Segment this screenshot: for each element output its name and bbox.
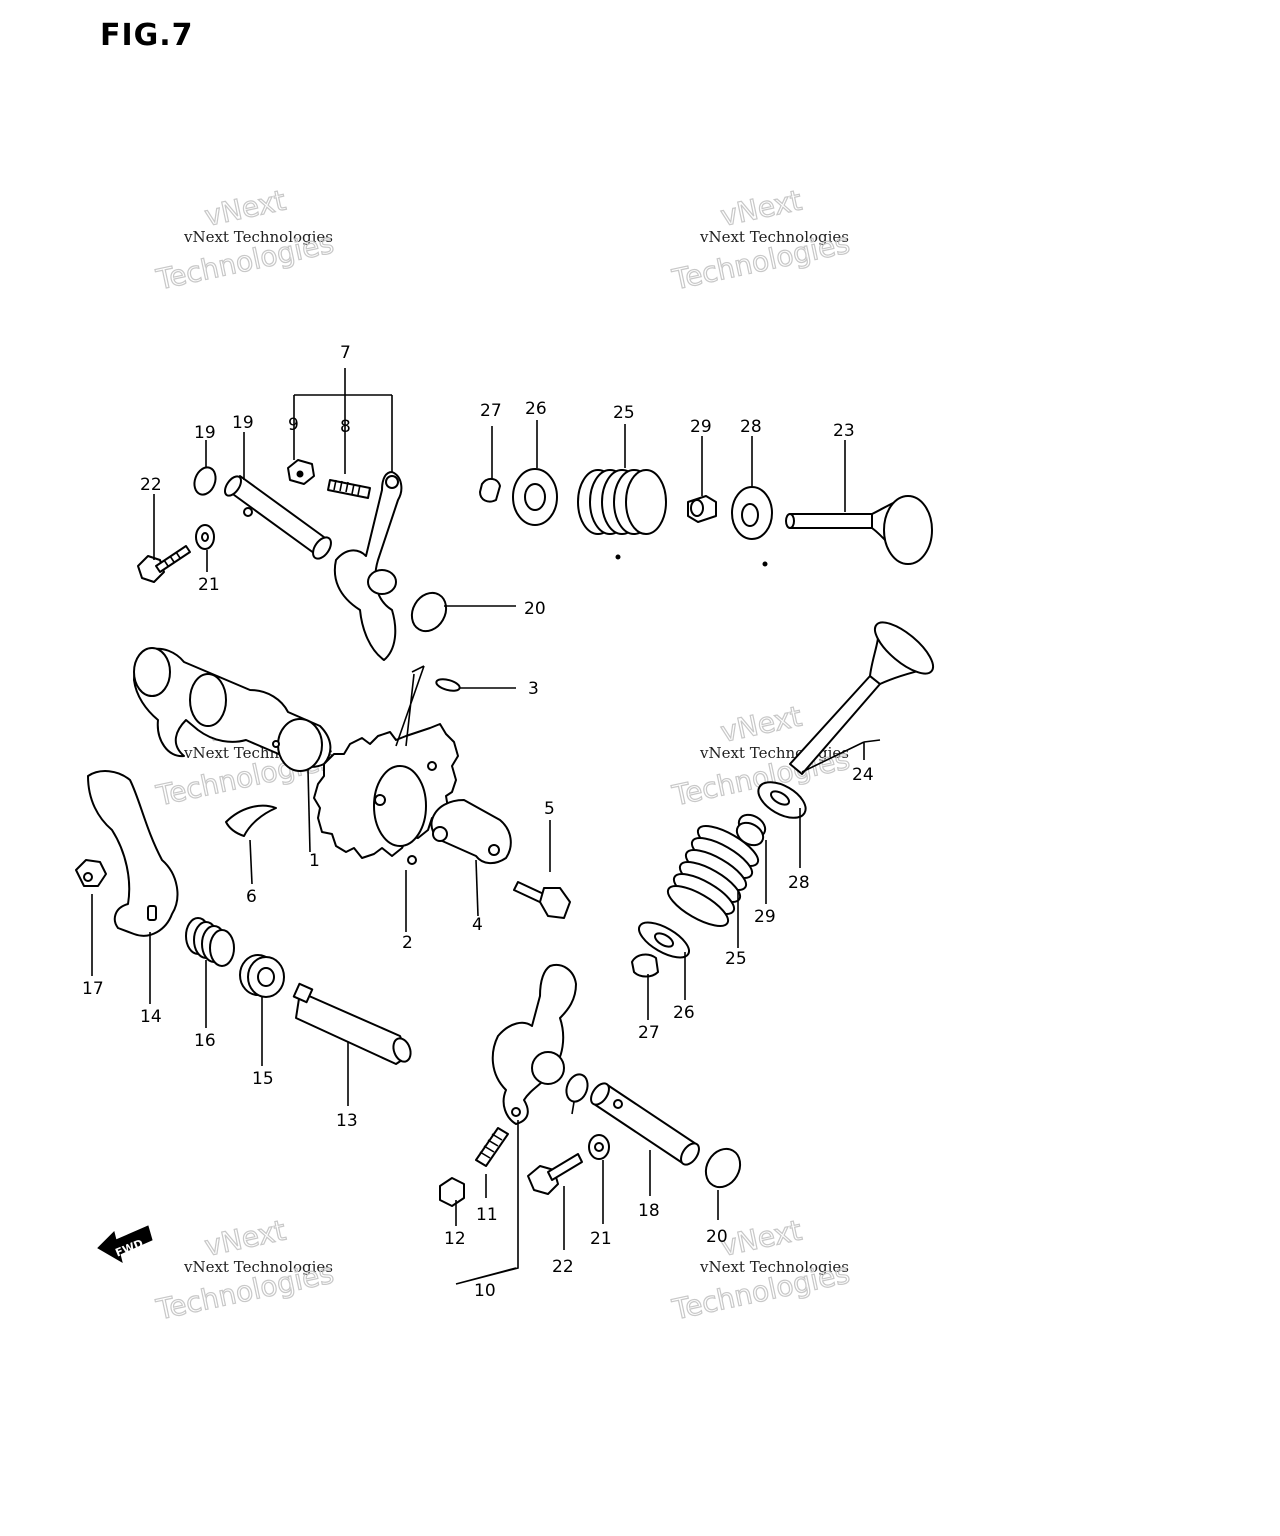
spring-seat-lower-part	[757, 781, 807, 819]
callout-label: 9	[288, 415, 299, 435]
callout-label: 12	[444, 1229, 466, 1249]
cotter-upper-part	[479, 478, 501, 503]
callout-label: 27	[638, 1023, 660, 1043]
callout-label: 1	[309, 851, 320, 871]
callout-label: 8	[340, 417, 351, 437]
callout-label: 28	[788, 873, 810, 893]
callout-label: 29	[754, 907, 776, 927]
valve-upper-part	[785, 495, 933, 565]
oring-20-upper-part	[410, 591, 448, 633]
callout-label: 16	[194, 1031, 216, 1051]
oring-20-lower-part	[704, 1147, 742, 1189]
parts-drawings: FWD	[75, 459, 935, 1264]
callout-label: 21	[198, 575, 220, 595]
bolt-lower-part	[527, 1153, 583, 1195]
dowel-pin-part	[435, 678, 461, 692]
retainer-lower-part	[638, 921, 690, 959]
oring-lower-part	[565, 1073, 589, 1103]
watermark-big-text: vNext	[202, 184, 289, 233]
decomp-spring-part	[185, 917, 235, 967]
callout-label: 7	[340, 343, 351, 363]
sprocket-bolt-part	[513, 881, 571, 919]
watermark-text: vNext Technologies	[699, 1258, 849, 1276]
callout-label: 6	[246, 887, 257, 907]
callout-label: 25	[613, 403, 635, 423]
callout-label: 29	[690, 417, 712, 437]
callout-label: 28	[740, 417, 762, 437]
fwd-arrow-icon: FWD	[97, 1225, 153, 1264]
callout-labels: 1 2 3 4 5 6 7 8 9 10 11 12 13 14 15 16 1…	[82, 343, 874, 1301]
callout-label: 24	[852, 765, 874, 785]
bolt-upper-part	[137, 545, 191, 583]
callout-label: 18	[638, 1201, 660, 1221]
callout-label: 13	[336, 1111, 358, 1131]
retainer-upper-part	[512, 468, 558, 526]
callout-label: 4	[472, 915, 483, 935]
stem-seal-lower-part	[735, 813, 767, 847]
callout-label: 15	[252, 1069, 274, 1089]
valve-spring-upper-part	[577, 469, 667, 535]
callout-label: 11	[476, 1205, 498, 1225]
oring-upper-part	[193, 466, 217, 496]
callout-label: 14	[140, 1007, 162, 1027]
watermark-big-text: vNext	[718, 184, 805, 233]
callout-label: 3	[528, 679, 539, 699]
callout-label: 19	[194, 423, 216, 443]
watermark-big-text: vNext	[202, 1214, 289, 1263]
adjuster-screw-upper-part	[327, 479, 371, 499]
rocker-arm-lower-part	[491, 964, 577, 1125]
callout-label: 10	[474, 1281, 496, 1301]
shaft-seal-part	[239, 954, 285, 998]
cotter-lower-part	[631, 953, 659, 978]
leader-lines	[91, 368, 881, 1285]
callout-label: 2	[402, 933, 413, 953]
callout-label: 26	[525, 399, 547, 419]
watermark-text: vNext Technologies	[183, 1258, 333, 1276]
watermark-text: vNext Technologies	[183, 228, 333, 246]
callout-label: 22	[552, 1257, 574, 1277]
decomp-shaft-part	[292, 982, 412, 1065]
adjuster-nut-upper-part	[287, 459, 315, 485]
valve-lower-part	[789, 621, 935, 775]
callout-label: 23	[833, 421, 855, 441]
watermark-text: vNext Technologies	[699, 228, 849, 246]
spring-seat-upper-part	[731, 486, 773, 540]
sprocket-part	[313, 723, 459, 865]
callout-label: 19	[232, 413, 254, 433]
watermark-group: vNext vNext Technologies Technologies vN…	[152, 183, 853, 1327]
rocker-shaft-lower-part	[590, 1082, 700, 1166]
callout-label: 17	[82, 979, 104, 999]
adjuster-screw-lower-part	[475, 1127, 509, 1167]
callout-label: 21	[590, 1229, 612, 1249]
adjuster-nut-lower-part	[439, 1177, 465, 1207]
callout-label: 25	[725, 949, 747, 969]
callout-label: 5	[544, 799, 555, 819]
rocker-shaft-upper-part	[224, 475, 332, 560]
lock-plate-part	[430, 799, 512, 864]
camshaft-part	[133, 647, 332, 772]
figure-title: FIG.7	[100, 18, 194, 53]
valve-spring-lower-part	[666, 825, 760, 927]
watermark-big-text: vNext	[718, 700, 805, 749]
decomp-lever-part	[87, 770, 179, 937]
watermark-big-text: vNext	[718, 1214, 805, 1263]
callout-label: 27	[480, 401, 502, 421]
stem-seal-upper-part	[687, 495, 717, 523]
callout-label: 22	[140, 475, 162, 495]
callout-label: 26	[673, 1003, 695, 1023]
callout-label: 20	[706, 1227, 728, 1247]
retaining-clip-part	[225, 804, 277, 837]
callout-label: 20	[524, 599, 546, 619]
rocker-arm-upper-part	[333, 471, 403, 661]
